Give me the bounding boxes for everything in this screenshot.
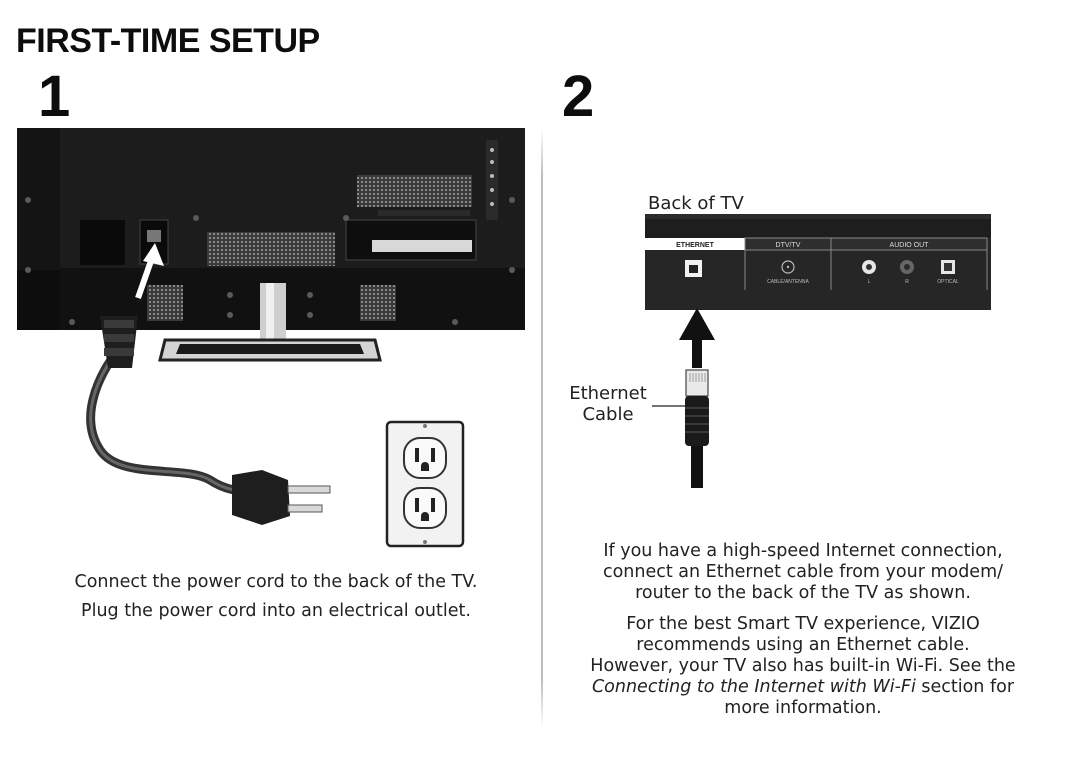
step-2-para-1-line-1: If you have a high-speed Internet connec…	[603, 541, 1003, 561]
power-port-arrow	[135, 243, 164, 299]
step-2-para-2-line-1: For the best Smart TV experience, VIZIO	[626, 614, 980, 634]
wall-outlet	[385, 420, 465, 548]
step-2-para-2-line-4: Connecting to the Internet with Wi-Fi se…	[548, 677, 1058, 698]
wifi-section-reference: Connecting to the Internet with Wi-Fi	[591, 677, 916, 697]
power-cord	[86, 316, 331, 525]
tv-port-panel: ETHERNET DTV/TV AUDIO OUT CABLE/ANTENNA …	[645, 214, 991, 310]
step-1-caption-line-2: Plug the power cord into an electrical o…	[81, 601, 471, 621]
panel-left-label: L	[868, 279, 871, 285]
step-2-number: 2	[562, 64, 595, 129]
page-title: FIRST-TIME SETUP	[16, 22, 320, 60]
back-of-tv-label: Back of TV	[648, 193, 744, 214]
tv-back-panel	[17, 128, 525, 362]
panel-audio-out-label: AUDIO OUT	[890, 242, 930, 249]
ethernet-cable-label-line-1: Ethernet	[569, 383, 647, 404]
panel-ethernet-label: ETHERNET	[676, 242, 714, 249]
step-2-para-2-line-5: more information.	[724, 698, 882, 718]
panel-dtv-label: DTV/TV	[776, 242, 801, 249]
step-1-number: 1	[38, 64, 71, 129]
column-divider	[541, 128, 543, 728]
panel-cable-antenna-label: CABLE/ANTENNA	[767, 279, 809, 285]
step-2-para-1-line-3: router to the back of the TV as shown.	[635, 583, 971, 603]
panel-optical-label: OPTICAL	[937, 279, 959, 285]
step-1-caption-line-1: Connect the power cord to the back of th…	[74, 572, 478, 592]
wifi-section-suffix: section for	[915, 677, 1015, 697]
tv-power-illustration	[17, 128, 525, 548]
up-arrow-icon	[679, 308, 715, 368]
step-2-para-2-line-2: recommends using an Ethernet cable.	[636, 635, 970, 655]
ethernet-cable-label-line-2: Cable	[582, 404, 634, 425]
step-2-para-2-line-3: However, your TV also has built-in Wi-Fi…	[590, 656, 1016, 676]
step-2-para-1-line-2: connect an Ethernet cable from your mode…	[602, 562, 1004, 582]
panel-right-label: R	[905, 279, 909, 285]
ethernet-cable-illustration	[652, 308, 715, 488]
